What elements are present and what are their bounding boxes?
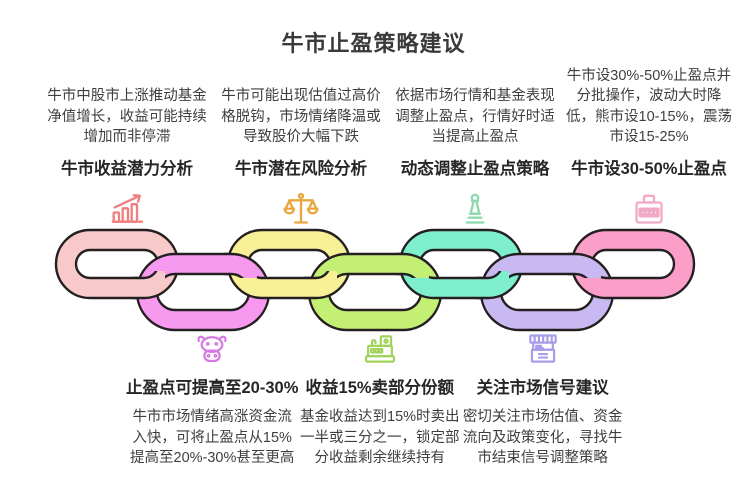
link-3 [304, 271, 337, 300]
link-7 [570, 228, 696, 300]
recommendation-card-2: 收益15%卖部分份额 基金收益达到15%时卖出 一半或三分之一，锁定部 分收益剩… [298, 330, 461, 469]
strategy-card-2: 牛市可能出现估值过高价 格脱钩，市场情绪降温或 导致股价大幅下跌 牛市潜在风险分… [214, 60, 388, 232]
link-6 [568, 252, 601, 278]
top-strategies-row: 牛市中股市上涨推动基金 净值增长，收益可能持续 增加而非停滞 牛市收益潜力分析 [40, 60, 736, 232]
cash-register-icon [361, 330, 399, 370]
strategy-heading: 动态调整止盈点策略 [400, 160, 550, 178]
page-title: 牛市止盈策略建议 [281, 31, 466, 56]
strategy-heading: 牛市设30-50%止盈点 [571, 160, 727, 178]
recommendation-card-3: 关注市场信号建议 密切关注市场估值、资金 流向及政策变化，寻找牛 市结束信号调整… [461, 330, 624, 469]
growth-chart-icon [107, 190, 147, 232]
recommendation-description: 牛市市场情绪高涨资金流 入快，可将止盈点从15% 提高至20%-30%甚至更高 [130, 409, 295, 467]
strategy-heading: 牛市潜在风险分析 [235, 160, 367, 178]
link-5 [476, 271, 509, 300]
recommendation-card-1: 止盈点可提高至20-30% 牛市市场情绪高涨资金流 入快，可将止盈点从15% 提… [126, 330, 298, 469]
strategy-description: 牛市中股市上涨推动基金 净值增长，收益可能持续 增加而非停滞 [47, 88, 207, 146]
strategy-card-4: 牛市设30%-50%止盈点并 分批操作，波动大时降 低，熊市设10-15%，震荡… [562, 60, 736, 232]
bull-icon [193, 330, 231, 370]
chain-graphic [44, 226, 704, 338]
strategy-heading: 牛市收益潜力分析 [61, 160, 193, 178]
scales-icon [281, 190, 321, 232]
bottom-recommendations-row: 止盈点可提高至20-30% 牛市市场情绪高涨资金流 入快，可将止盈点从15% 提… [126, 330, 624, 469]
recommendation-description: 基金收益达到15%时卖出 一半或三分之一，锁定部 分收益剩余继续持有 [300, 409, 460, 467]
link-1 [132, 271, 165, 300]
link-4 [396, 252, 429, 278]
money-counter-icon [629, 190, 669, 232]
strategy-card-1: 牛市中股市上涨推动基金 净值增长，收益可能持续 增加而非停滞 牛市收益潜力分析 [40, 60, 214, 232]
market-stall-icon [524, 330, 562, 370]
strategy-card-3: 依据市场行情和基金表现 调整止盈点，行情好时适 当提高止盈点 动态调整止盈点策略 [388, 60, 562, 232]
recommendation-heading: 收益15%卖部分份额 [305, 379, 455, 397]
recommendation-heading: 止盈点可提高至20-30% [126, 379, 299, 397]
recommendation-description: 密切关注市场估值、资金 流向及政策变化，寻找牛 市结束信号调整策略 [462, 409, 623, 467]
strategy-description: 牛市设30%-50%止盈点并 分批操作，波动大时降 低，熊市设10-15%，震荡… [566, 67, 732, 146]
link-2 [224, 252, 257, 278]
recommendation-heading: 关注市场信号建议 [476, 379, 609, 397]
strategy-description: 牛市可能出现估值过高价 格脱钩，市场情绪降温或 导致股价大幅下跌 [221, 88, 381, 146]
strategy-description: 依据市场行情和基金表现 调整止盈点，行情好时适 当提高止盈点 [395, 88, 555, 146]
chess-piece-icon [455, 190, 495, 232]
